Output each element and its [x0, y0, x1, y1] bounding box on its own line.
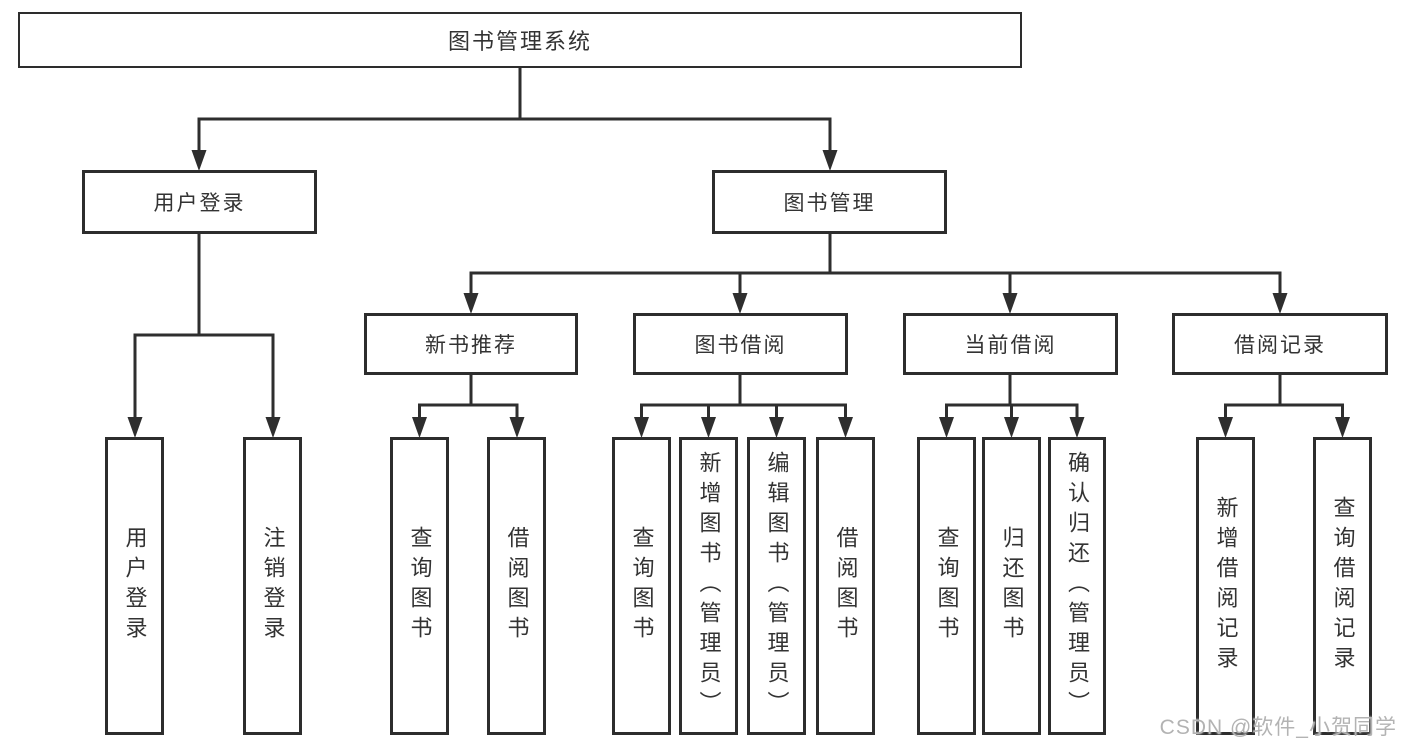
node-book-borrowing: 图书借阅 — [633, 313, 848, 375]
node-label: 借阅记录 — [1234, 334, 1326, 357]
leaf-label: 借阅图书 — [833, 526, 859, 646]
leaf-label: 查询图书 — [934, 526, 960, 646]
leaf-user-login: 用户登录 — [105, 437, 164, 735]
leaf-add-books-admin: 新增图书（管理员） — [679, 437, 738, 735]
node-label: 当前借阅 — [964, 334, 1057, 357]
leaf-borrow-books: 借阅图书 — [816, 437, 875, 735]
leaf-borrow-books-recommend: 借阅图书 — [487, 437, 546, 735]
leaf-query-books-current: 查询图书 — [917, 437, 976, 735]
leaf-label: 新增图书（管理员） — [696, 451, 722, 721]
node-book-management: 图书管理 — [712, 170, 947, 234]
node-borrowing-records: 借阅记录 — [1172, 313, 1388, 375]
leaf-label: 借阅图书 — [504, 526, 530, 646]
node-user-login: 用户登录 — [82, 170, 317, 234]
node-label: 用户登录 — [153, 192, 246, 215]
leaf-edit-books-admin: 编辑图书（管理员） — [747, 437, 806, 735]
leaf-label: 新增借阅记录 — [1213, 496, 1239, 676]
node-label: 图书借阅 — [694, 334, 787, 357]
leaf-label: 编辑图书（管理员） — [764, 451, 790, 721]
leaf-label: 查询借阅记录 — [1330, 496, 1356, 676]
leaf-label: 用户登录 — [122, 526, 148, 646]
node-label: 新书推荐 — [425, 334, 517, 357]
leaf-query-borrow-record: 查询借阅记录 — [1313, 437, 1372, 735]
leaf-label: 查询图书 — [629, 526, 655, 646]
node-label: 图书管理系统 — [447, 29, 592, 54]
node-label: 图书管理 — [783, 192, 876, 215]
node-library-management-system: 图书管理系统 — [18, 12, 1022, 68]
leaf-label: 归还图书 — [999, 526, 1025, 646]
leaf-label: 确认归还（管理员） — [1065, 451, 1090, 721]
leaf-query-books-recommend: 查询图书 — [390, 437, 449, 735]
leaf-query-books-borrowing: 查询图书 — [612, 437, 671, 735]
leaf-logout: 注销登录 — [243, 437, 302, 735]
node-new-book-recommendation: 新书推荐 — [364, 313, 578, 375]
leaf-return-books: 归还图书 — [982, 437, 1041, 735]
node-current-borrowing: 当前借阅 — [903, 313, 1118, 375]
watermark: CSDN @软件_小贺同学 — [1159, 716, 1397, 739]
leaf-label: 查询图书 — [407, 526, 433, 646]
leaf-label: 注销登录 — [260, 526, 286, 646]
leaf-add-borrow-record: 新增借阅记录 — [1196, 437, 1255, 735]
leaf-confirm-return-admin: 确认归还（管理员） — [1048, 437, 1106, 735]
